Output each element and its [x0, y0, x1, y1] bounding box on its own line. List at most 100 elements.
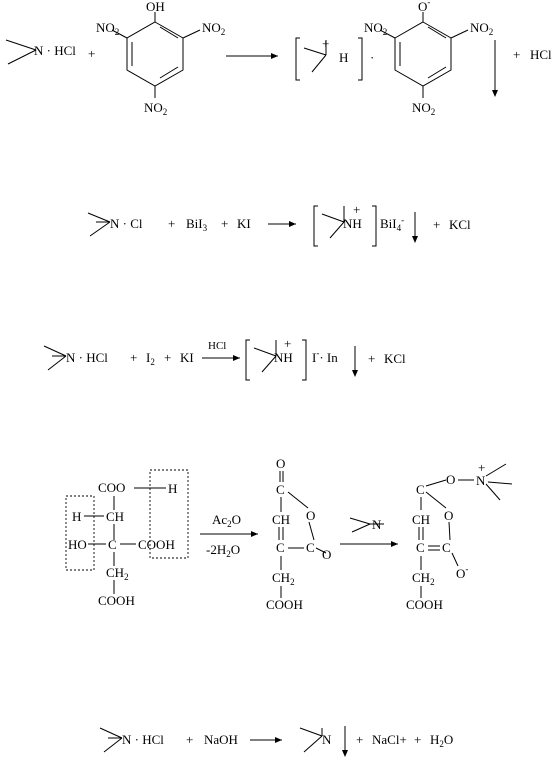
dashed-box-left — [65, 495, 95, 571]
c-right-label: C — [442, 540, 451, 555]
amine-skeleton — [87, 212, 111, 237]
ho-label: HO — [68, 537, 87, 552]
kcl-label: KCl — [384, 351, 406, 366]
ki-label: KI — [180, 350, 194, 365]
amine-skeleton — [43, 345, 67, 371]
plus-sign: + — [186, 732, 193, 747]
ch2-label: CH2 — [272, 570, 295, 587]
arrow-head — [271, 53, 278, 59]
picrate-nitro-left: NO2 — [364, 20, 387, 37]
nitro-left-label: NO2 — [96, 20, 119, 37]
nh-label: NH — [343, 216, 362, 231]
brackets — [245, 339, 307, 381]
bond — [288, 521, 315, 549]
nh-label: NH — [274, 350, 293, 365]
phenoxide-o: O- — [418, 0, 430, 14]
plus-charge: + — [478, 460, 485, 475]
dashed-box-right — [149, 469, 189, 559]
c-label: C — [416, 540, 425, 555]
nitro-bottom-label: NO2 — [144, 100, 167, 117]
plus-sign: + — [433, 217, 440, 232]
reaction-3: N · HCl + I2 + KI HCl NH + I-· In + KCl — [43, 336, 406, 381]
brackets — [313, 205, 377, 247]
arrow-head — [289, 221, 296, 227]
picrate-double-bonds — [399, 26, 447, 79]
reaction-1: N · HCl + OH NO2 NO2 NO2 + H · O- NO2 NO… — [5, 0, 552, 117]
cooh-label: COOH — [406, 597, 443, 612]
carbonyl-double-bond — [279, 471, 284, 482]
c-right-label: C — [306, 540, 315, 555]
picrate-nitro-right: NO2 — [470, 20, 493, 37]
carbonyl-o: O — [276, 456, 285, 471]
precipitate-arrow-head — [352, 370, 358, 377]
plus-sign: + — [368, 351, 375, 366]
hcl-label: HCl — [530, 47, 552, 62]
condition-label: HCl — [208, 340, 226, 352]
o-minus-label: O- — [456, 564, 468, 581]
double-bond — [278, 527, 284, 540]
reaction-5: N · HCl + NaOH N + NaCl+ + H2O — [99, 726, 453, 757]
ring-double-bonds — [131, 26, 179, 79]
picrate-nitro-bottom: NO2 — [412, 100, 435, 117]
o-label: O — [446, 472, 455, 487]
bond — [428, 521, 451, 551]
ring-o: O — [306, 508, 315, 523]
substituent-bonds — [111, 12, 201, 98]
bii3-label: BiI3 — [186, 216, 208, 233]
arrow-head — [251, 531, 258, 537]
ammonium-n: N — [476, 473, 486, 488]
reaction-2: N · Cl + BiI3 + KI NH + BiI4- + KCl — [87, 202, 471, 247]
amine-skeleton — [349, 517, 384, 533]
arrow-head — [391, 541, 398, 547]
bond — [287, 491, 309, 509]
picrate-ring — [394, 21, 452, 87]
amine-cl-label: N · Cl — [110, 216, 143, 231]
amine-skeleton — [99, 727, 123, 753]
ch2-label: CH2 — [412, 570, 435, 587]
naoh-label: NaOH — [204, 732, 238, 747]
ammonium-skeleton — [303, 40, 327, 73]
c-top-label: C — [416, 482, 425, 497]
ch2-label: CH2 — [106, 565, 129, 582]
anhydride-intermediate: O C O CH C C O CH2 COOH — [266, 456, 331, 612]
bond — [425, 479, 447, 487]
ac2o-label: Ac2O — [212, 512, 241, 529]
amine-hcl-label: N · HCl — [66, 350, 108, 365]
amine-n-label: N — [372, 517, 382, 532]
precipitate-arrow-head — [342, 750, 348, 757]
plus-sign: + — [513, 47, 520, 62]
i2-label: I2 — [146, 350, 155, 367]
plus-sign: + — [221, 216, 228, 231]
plus-charge: + — [322, 36, 329, 51]
hydroxyl-label: OH — [146, 0, 165, 14]
bond — [451, 552, 459, 567]
bond — [425, 491, 447, 509]
product: C O N + O CH C C O- CH2 COOH — [406, 460, 513, 612]
plus-sign: + — [168, 216, 175, 231]
amine-n-label: N — [322, 732, 332, 747]
benzene-ring — [126, 21, 184, 87]
plus-charge: + — [353, 202, 360, 217]
nh-label: H — [339, 50, 348, 65]
dehydration-label: -2H2O — [206, 542, 240, 559]
h-right-label: H — [168, 481, 177, 496]
ch-label: CH — [106, 509, 124, 524]
brackets — [295, 37, 363, 81]
carbonyl-c: C — [276, 482, 285, 497]
cooh-bottom-label: COOH — [98, 593, 135, 608]
precipitate-arrow-head — [412, 236, 418, 243]
precipitate-arrow-head — [492, 90, 498, 97]
ammonium-skeleton — [321, 206, 345, 239]
plus-sign: + — [356, 732, 363, 747]
carbonyl-bond — [315, 547, 327, 554]
double-bond — [418, 527, 424, 540]
amine-skeleton — [5, 39, 37, 65]
plus-charge: + — [284, 336, 291, 351]
water-label: H2O — [430, 732, 453, 749]
amine-hcl-label: N · HCl — [122, 732, 164, 747]
ki-label: KI — [237, 216, 251, 231]
picrate-bonds — [379, 12, 469, 98]
ch-label: CH — [412, 512, 430, 527]
plus-sign: + — [164, 350, 171, 365]
